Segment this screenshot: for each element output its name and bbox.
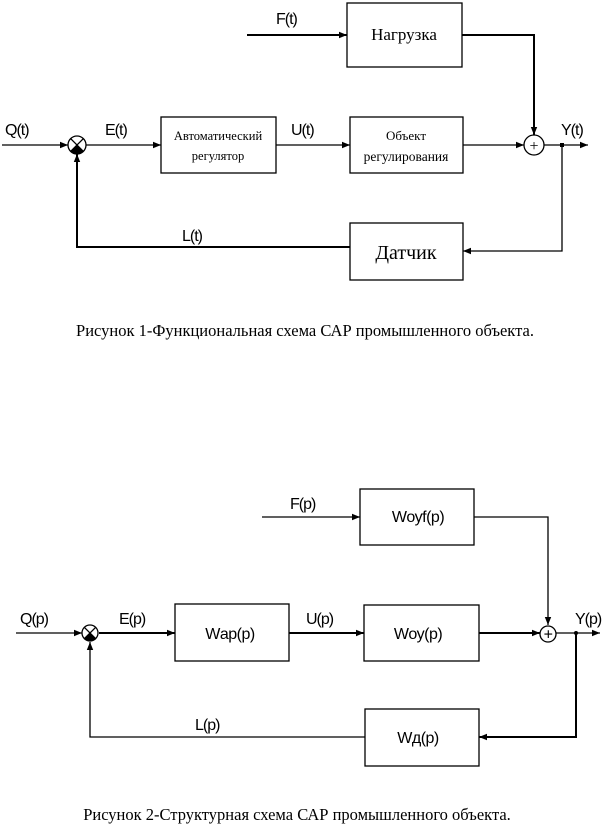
signal-f-label: F(p)	[290, 496, 316, 513]
load-transfer-label: Wоуf(p)	[392, 509, 444, 526]
signal-u-label: U(t)	[291, 122, 314, 139]
regulator-label-line2: регулятор	[192, 149, 244, 163]
object-label-line1: Объект	[386, 128, 426, 143]
sensor-block: Датчик	[349, 222, 464, 281]
l-feedback-line	[73, 154, 350, 248]
feedback-to-sensor-line	[479, 633, 577, 741]
load-block: Нагрузка	[346, 2, 463, 68]
signal-l-label: L(t)	[182, 228, 203, 245]
figure-1-functional-diagram: + Нагрузка Автоматический регулятор Объе…	[2, 2, 588, 340]
load-output-line	[462, 34, 538, 135]
comparator-summator	[81, 624, 99, 642]
branch-point	[560, 143, 564, 147]
load-transfer-block: Wоуf(p)	[359, 488, 475, 546]
regulator-transfer-label: Wар(p)	[205, 626, 255, 643]
object-block: Объект регулирования	[349, 116, 464, 174]
regulator-block: Автоматический регулятор	[160, 116, 277, 174]
signal-q-label: Q(p)	[20, 611, 49, 628]
signal-l-label: L(p)	[195, 717, 220, 734]
sensor-transfer-block: Wд(p)	[364, 708, 480, 767]
load-output-line	[474, 516, 552, 625]
disturbance-summator: +	[523, 134, 545, 156]
l-feedback-line	[86, 642, 365, 738]
disturbance-summator: +	[539, 625, 557, 644]
plus-sign: +	[544, 627, 553, 644]
feedback-to-sensor-line	[463, 145, 563, 255]
regulator-label-line1: Автоматический	[174, 129, 263, 143]
regulator-transfer-block: Wар(p)	[174, 603, 290, 662]
plus-sign: +	[529, 138, 538, 155]
comparator-summator	[67, 135, 87, 155]
signal-u-label: U(p)	[306, 611, 334, 628]
sensor-transfer-label: Wд(p)	[397, 730, 439, 747]
figure-2-caption: Рисунок 2-Структурная схема САР промышле…	[83, 805, 511, 824]
signal-e-label: E(t)	[105, 122, 127, 139]
sensor-label: Датчик	[375, 242, 437, 264]
signal-f-label: F(t)	[276, 11, 298, 28]
signal-q-label: Q(t)	[5, 122, 29, 139]
signal-y-label: Y(t)	[561, 122, 583, 139]
signal-y-label: Y(p)	[575, 611, 602, 628]
object-label-line2: регулирования	[364, 149, 449, 164]
figure-1-caption: Рисунок 1-Функциональная схема САР промы…	[76, 321, 534, 340]
branch-point	[574, 631, 578, 635]
object-transfer-block: Wоу(p)	[363, 604, 480, 662]
object-transfer-label: Wоу(p)	[394, 626, 443, 643]
load-label: Нагрузка	[371, 25, 437, 44]
figure-2-structural-diagram: + Wоуf(p) Wар(p) Wоу(p) Wд(p) Q(p) E(p) …	[16, 488, 603, 824]
signal-e-label: E(p)	[119, 611, 146, 628]
